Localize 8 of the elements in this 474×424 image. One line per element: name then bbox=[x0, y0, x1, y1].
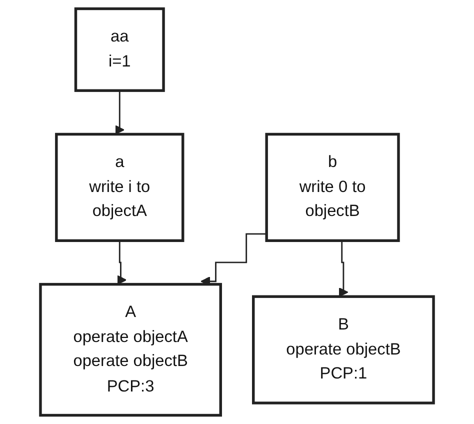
node-box: a write i to objectA bbox=[55, 132, 184, 242]
arrow bbox=[114, 90, 124, 135]
arrow bbox=[117, 240, 127, 285]
node-box: aa i=1 bbox=[74, 7, 165, 92]
arrow bbox=[338, 240, 348, 298]
node-box: A operate objectA operate objectB PCP:3 bbox=[39, 282, 222, 417]
node-box: b write 0 to objectB bbox=[265, 132, 400, 242]
node-box: B operate objectB PCP:1 bbox=[252, 295, 435, 404]
